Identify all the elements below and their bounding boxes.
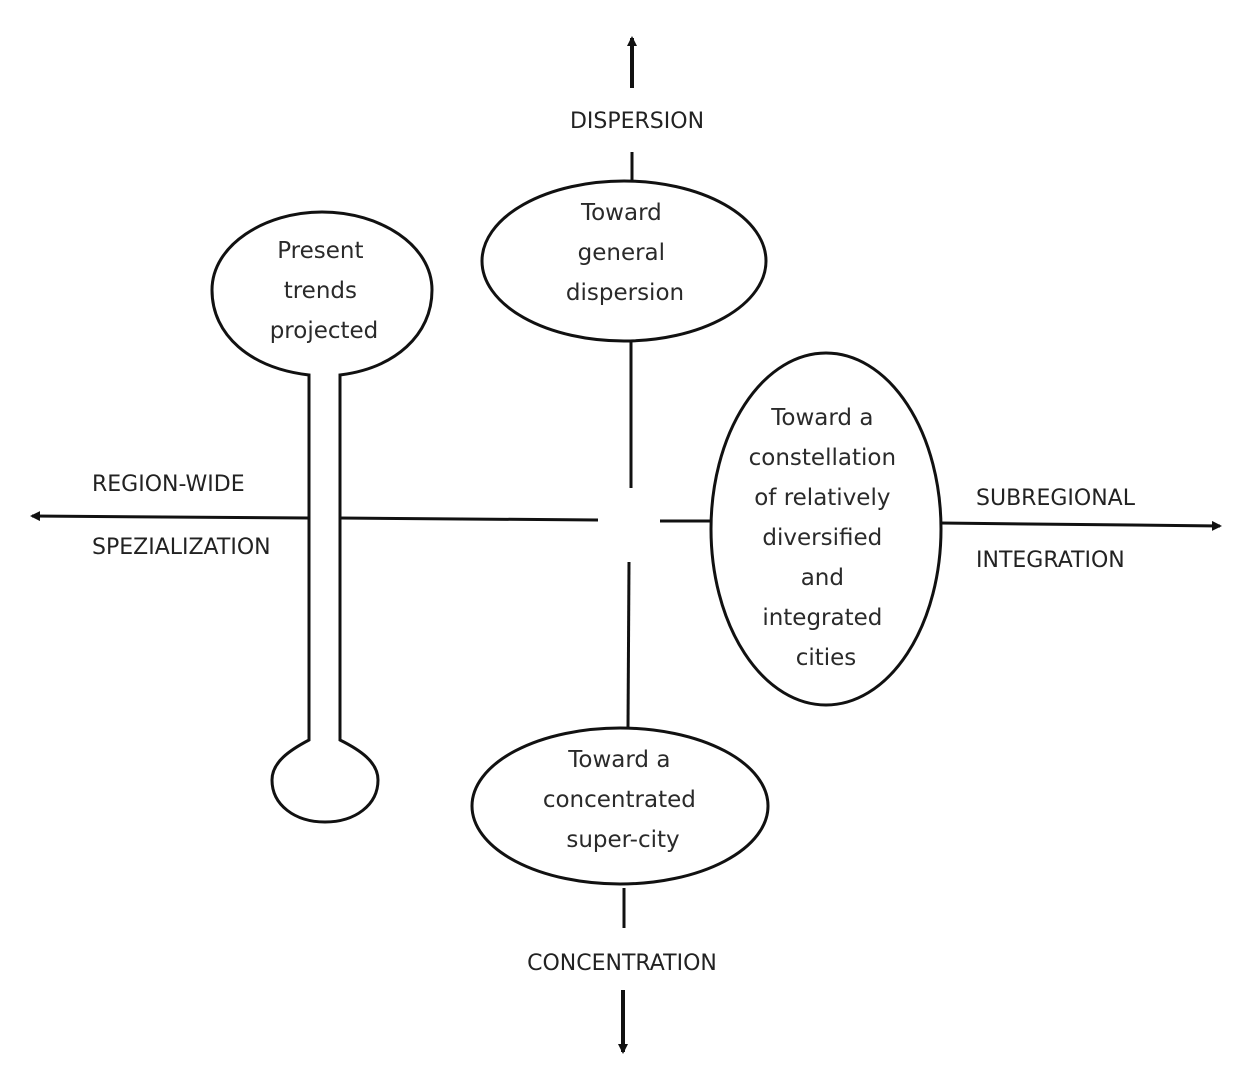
constellation-line: integrated — [762, 605, 882, 631]
general-dispersion-line: dispersion — [566, 280, 684, 306]
constellation-line: Toward a — [770, 405, 873, 431]
constellation-line: diversified — [762, 525, 882, 551]
constellation-label: Toward a constellation of relatively div… — [749, 405, 904, 671]
axis-label-right-bottom: INTEGRATION — [976, 548, 1125, 573]
general-dispersion-label: Toward general dispersion — [566, 200, 684, 306]
constellation-ellipse — [709, 351, 943, 707]
axis-left-arrow — [30, 511, 309, 522]
constellation-line: cities — [796, 645, 857, 671]
general-dispersion-line: Toward — [580, 200, 662, 226]
axis-label-top: DISPERSION — [570, 109, 704, 134]
present-trends-line: projected — [270, 318, 379, 344]
axis-label-left-bottom: SPEZIALIZATION — [92, 535, 271, 560]
super-city-line: concentrated — [543, 787, 696, 813]
super-city-ellipse — [470, 726, 770, 886]
axis-label-left-top: REGION-WIDE — [92, 472, 245, 497]
axis-label-right-top: SUBREGIONAL — [976, 486, 1136, 511]
axis-horizontal-left — [338, 516, 599, 522]
super-city-label: Toward a concentrated super-city — [543, 747, 703, 853]
super-city-line: super-city — [566, 827, 679, 853]
constellation-line: constellation — [749, 445, 896, 471]
constellation-line: of relatively — [754, 485, 890, 511]
general-dispersion-ellipse — [480, 179, 768, 343]
present-trends-line: trends — [284, 278, 357, 304]
axis-label-bottom: CONCENTRATION — [527, 951, 717, 976]
axis-vertical-lower — [626, 561, 631, 729]
present-trends-pin — [210, 210, 434, 824]
super-city-line: Toward a — [567, 747, 670, 773]
general-dispersion-line: general — [578, 240, 665, 266]
constellation-line: and — [801, 565, 844, 591]
present-trends-line: Present — [277, 238, 363, 264]
present-trends-label: Present trends projected — [270, 238, 379, 344]
axis-right-arrow — [939, 520, 1222, 531]
